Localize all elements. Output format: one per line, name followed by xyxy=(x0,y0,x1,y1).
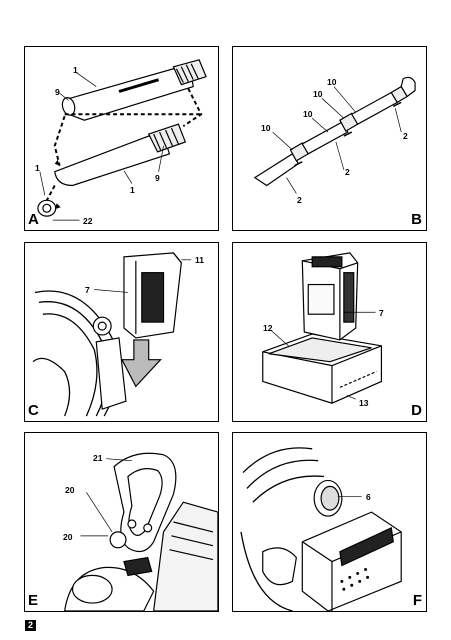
callout-2: 2 xyxy=(297,195,302,205)
callout-10: 10 xyxy=(327,77,337,87)
callout-1: 1 xyxy=(130,185,135,195)
callout-22: 22 xyxy=(83,216,93,226)
callout-9: 9 xyxy=(155,173,160,183)
tube-assembly-illustration xyxy=(37,59,207,221)
panel-letter: A xyxy=(28,211,39,228)
callout-10: 10 xyxy=(261,123,271,133)
callout-6: 6 xyxy=(366,492,371,502)
panel-letter: B xyxy=(411,211,422,228)
panel-letter: E xyxy=(28,592,39,609)
figure-panel-b: 10 10 10 10 2 2 2 B xyxy=(232,46,427,231)
callout-2: 2 xyxy=(345,167,350,177)
figure-panel-a: 1 9 9 1 1 22 A xyxy=(24,46,219,231)
callout-13: 13 xyxy=(359,398,369,408)
power-switch-illustration xyxy=(240,447,402,611)
callout-10: 10 xyxy=(303,109,313,119)
callout-12: 12 xyxy=(263,323,273,333)
panel-letter: F xyxy=(412,592,422,609)
callout-21: 21 xyxy=(93,453,103,463)
callout-11: 11 xyxy=(195,255,204,265)
callout-20: 20 xyxy=(63,532,73,542)
callout-9: 9 xyxy=(55,87,60,97)
panel-letter: C xyxy=(28,402,39,419)
callout-20: 20 xyxy=(65,485,75,495)
page-number: 2 xyxy=(25,620,36,631)
callout-2: 2 xyxy=(403,131,408,141)
extension-tubes-illustration xyxy=(253,76,416,194)
callout-1: 1 xyxy=(73,65,78,75)
callout-7: 7 xyxy=(85,285,90,295)
figure-panel-e: 21 20 20 E xyxy=(24,432,219,612)
panel-letter: D xyxy=(411,402,422,419)
battery-charger-illustration xyxy=(262,252,383,404)
figure-panel-f: 6 F xyxy=(232,432,427,612)
handle-adjustment-illustration xyxy=(64,452,218,611)
battery-insertion-illustration xyxy=(32,252,192,417)
callout-10: 10 xyxy=(313,89,323,99)
callout-1: 1 xyxy=(35,163,40,173)
figure-panel-c: 11 7 C xyxy=(24,242,219,422)
callout-7: 7 xyxy=(379,308,384,318)
figure-panel-d: 7 12 13 D xyxy=(232,242,427,422)
